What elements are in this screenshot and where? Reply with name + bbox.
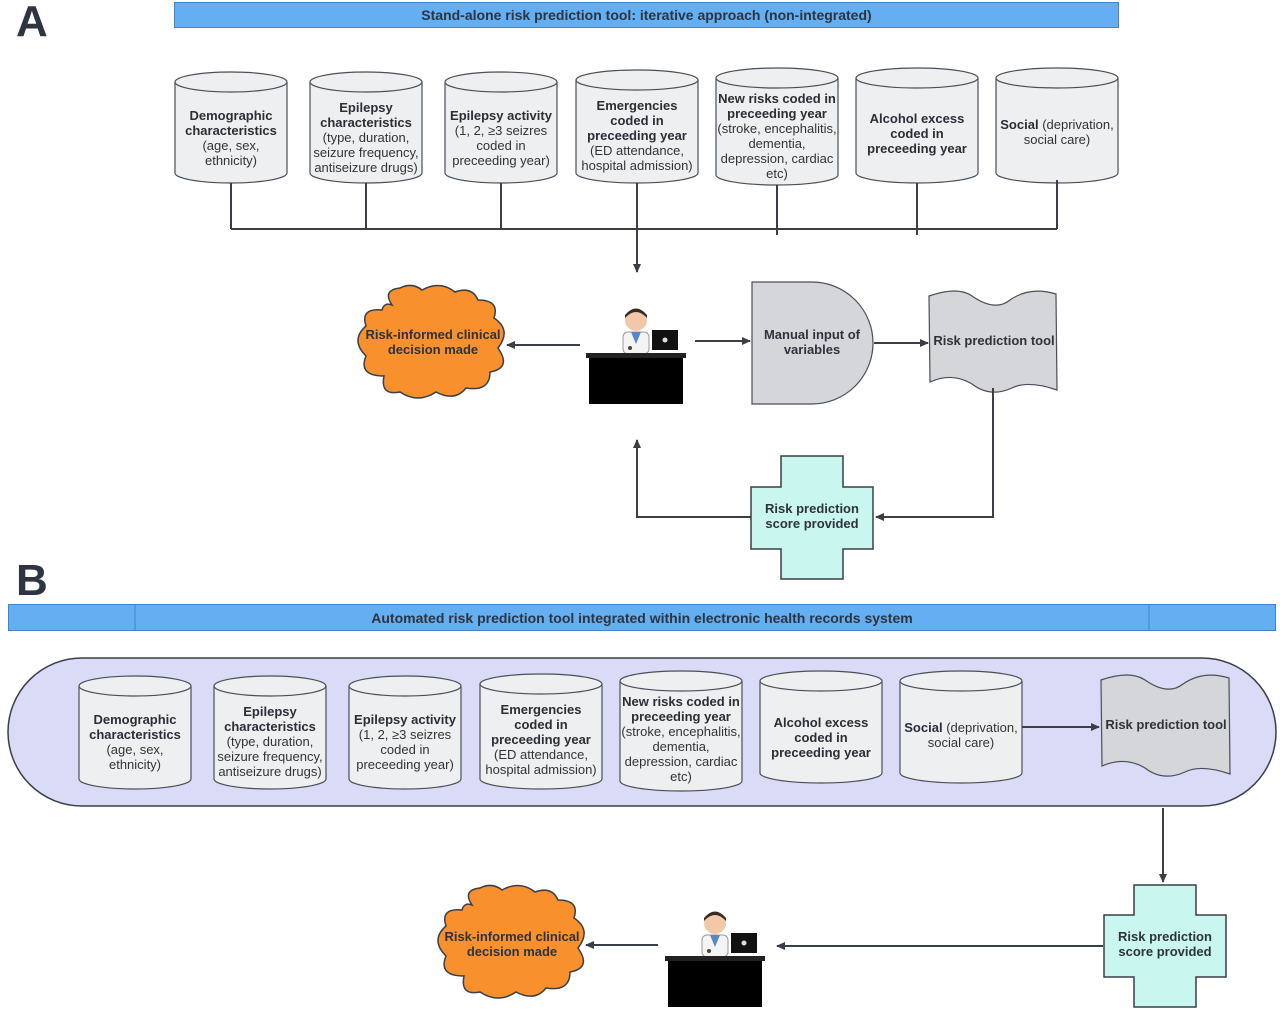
panel-a-tool-shape — [928, 290, 1058, 393]
b-cylinder-demographic — [78, 675, 192, 790]
panel-a-tool-label: Risk prediction tool — [933, 332, 1055, 348]
a-src-social: Social (deprivation, social care) — [1000, 117, 1114, 147]
panel-b-score-label: Risk prediction score provided — [1118, 929, 1212, 959]
b-src-social: Social (deprivation, social care) — [904, 720, 1018, 750]
panel-a-decision-label: Risk-informed clinical decision made — [365, 327, 501, 357]
b-src-demographic: Demographic characteristics(age, sex, et… — [89, 712, 181, 772]
a-src-new-risks: New risks coded in preceeding year(strok… — [717, 91, 837, 181]
a-src-demographic: Demographic characteristics(age, sex, et… — [185, 108, 277, 168]
panel-b-letter: B — [16, 556, 48, 605]
a-src-epilepsy-characteristics: Epilepsy characteristics(type, duration,… — [313, 100, 419, 175]
panel-b-score-plus-shape — [1103, 884, 1227, 1008]
panel-a-sources — [174, 67, 1119, 186]
panel-b-clinician — [664, 911, 766, 1008]
panel-b-tool-shape — [1100, 674, 1231, 777]
panel-a-clinician — [585, 308, 687, 405]
b-cylinder-social — [899, 670, 1023, 784]
panel-b-decision-cloud — [437, 884, 585, 999]
cylinder-epilepsy-activity — [444, 71, 558, 184]
panel-b-decision-label: Risk-informed clinical decision made — [444, 929, 580, 959]
b-src-emergencies: Emergencies coded in preceeding year(ED … — [485, 702, 597, 777]
b-cylinder-epilepsy-activity — [348, 675, 462, 790]
panel-a-arrow-tool-to-score — [875, 388, 994, 521]
b-cylinder-alcohol — [759, 670, 883, 784]
cylinder-epilepsy-characteristics — [309, 71, 423, 184]
panel-b-tool-label: Risk prediction tool — [1105, 716, 1227, 732]
b-src-epilepsy-activity: Epilepsy activity(1, 2, ≥3 seizres coded… — [354, 712, 456, 772]
panel-b-sources — [78, 670, 1023, 792]
b-src-new-risks: New risks coded in preceeding year(strok… — [621, 694, 741, 784]
panel-a-score-plus-shape — [750, 455, 874, 580]
cylinder-emergencies — [575, 69, 699, 184]
cylinder-social — [995, 67, 1119, 184]
panel-a-decision-cloud — [357, 284, 505, 399]
panel-a-manual-input-shape — [751, 281, 874, 405]
cylinder-alcohol — [855, 67, 979, 184]
panel-a-letter: A — [16, 0, 48, 46]
cylinder-new-risks — [715, 67, 839, 186]
panel-b-banner: Automated risk prediction tool integrate… — [8, 604, 1276, 631]
a-src-epilepsy-activity: Epilepsy activity(1, 2, ≥3 seizres coded… — [450, 108, 552, 168]
panel-a-arrow-score-to-clinician — [633, 439, 751, 518]
a-src-emergencies: Emergencies coded in preceeding year(ED … — [581, 98, 693, 173]
cylinder-demographic — [174, 71, 288, 184]
b-cylinder-epilepsy-characteristics — [213, 675, 327, 790]
b-cylinder-emergencies — [479, 673, 603, 790]
b-cylinder-new-risks — [619, 670, 743, 792]
panel-a-score-label: Risk prediction score provided — [765, 501, 859, 531]
b-src-epilepsy-characteristics: Epilepsy characteristics(type, duration,… — [217, 704, 323, 779]
a-src-alcohol: Alcohol excess coded in preceeding year — [867, 111, 967, 156]
panel-a-connectors — [230, 180, 1058, 273]
panel-a-manual-input-label: Manual input of variables — [763, 327, 861, 357]
b-src-alcohol: Alcohol excess coded in preceeding year — [771, 715, 871, 760]
panel-a-banner: Stand-alone risk prediction tool: iterat… — [174, 2, 1119, 28]
